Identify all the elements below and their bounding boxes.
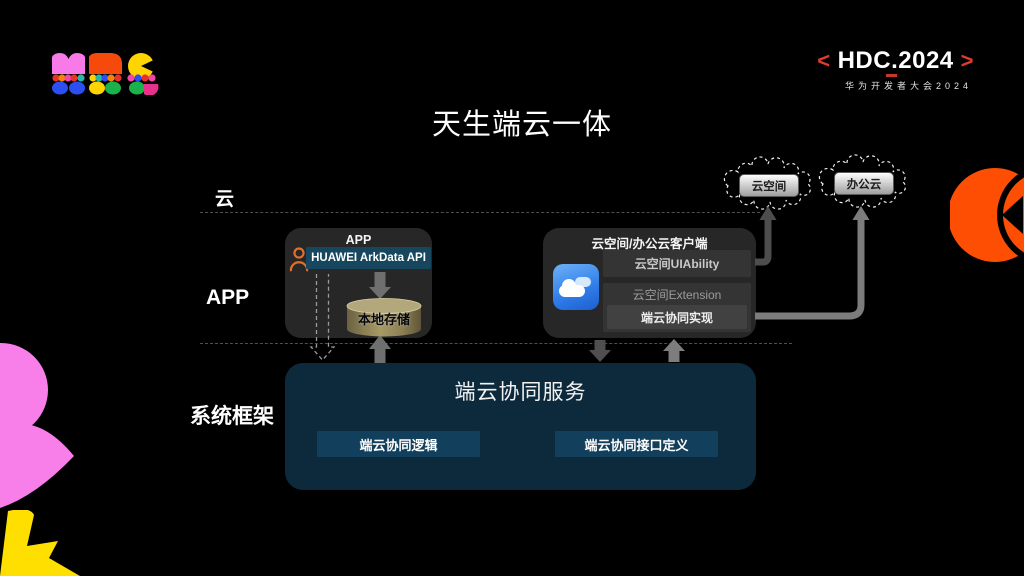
arkdata-api-bar: HUAWEI ArkData API	[306, 247, 431, 269]
framework-layer-divider	[200, 343, 792, 344]
sync-impl-bar: 端云协同实现	[607, 305, 747, 329]
cloud-app-icon-front	[559, 285, 585, 297]
extension-block: 云空间Extension 端云协同实现	[603, 283, 751, 332]
framework-box: 端云协同服务 端云协同逻辑 端云协同接口定义	[285, 363, 756, 490]
brand-lockup: < HDC.2024 >	[817, 47, 974, 75]
deco-yellow-shape	[0, 510, 80, 576]
brand-underline	[886, 74, 897, 77]
local-storage-label: 本地存储	[357, 312, 410, 327]
sync-logic-button: 端云协同逻辑	[317, 431, 480, 457]
brand-name: HDC.2024	[837, 47, 954, 74]
brand-subtitle: 华为开发者大会2024	[845, 81, 973, 91]
connector-to-cloud2-arrow	[755, 206, 870, 320]
cloud-layer-divider	[200, 212, 760, 213]
layer-label-framework: 系统框架	[190, 405, 274, 428]
cloud-node-bangongyun: 办公云	[834, 172, 894, 195]
database-cylinder-icon	[346, 298, 422, 337]
layer-label-app: APP	[206, 286, 250, 309]
extension-label: 云空间Extension	[632, 288, 722, 302]
cloud-outline-icon-2	[818, 154, 906, 208]
cloud-app-icon-back	[575, 277, 591, 287]
client-box-title: 云空间/办公云客户端	[591, 237, 708, 251]
brand-left-bracket: <	[817, 48, 831, 73]
framework-to-client-arrow	[663, 339, 685, 362]
framework-to-storage-arrow	[369, 335, 391, 363]
client-to-framework-arrow	[589, 340, 611, 362]
page-title: 天生端云一体	[431, 109, 612, 141]
connector-to-cloud1-arrow	[755, 206, 777, 266]
layer-label-cloud: 云	[215, 189, 235, 210]
cloud-app-icon	[553, 264, 599, 310]
deco-orange-shape	[950, 168, 1024, 262]
deco-pink-flower	[0, 343, 74, 508]
framework-title: 端云协同服务	[454, 381, 587, 404]
ui-ability-bar: 云空间UIAbility	[603, 250, 751, 277]
api-def-button: 端云协同接口定义	[555, 431, 718, 457]
brand-right-bracket: >	[960, 48, 974, 73]
hdc-logo-icon	[52, 53, 160, 95]
client-box: 云空间/办公云客户端 云空间UIAbility 云空间Extension 端云协…	[543, 228, 756, 338]
dashed-call-arrow	[309, 274, 336, 361]
app-box-title: APP	[345, 233, 372, 247]
cloud-outline-icon-1	[723, 156, 811, 210]
cloud-node-yunkongjian: 云空间	[739, 174, 799, 197]
api-to-storage-arrow	[369, 272, 391, 299]
